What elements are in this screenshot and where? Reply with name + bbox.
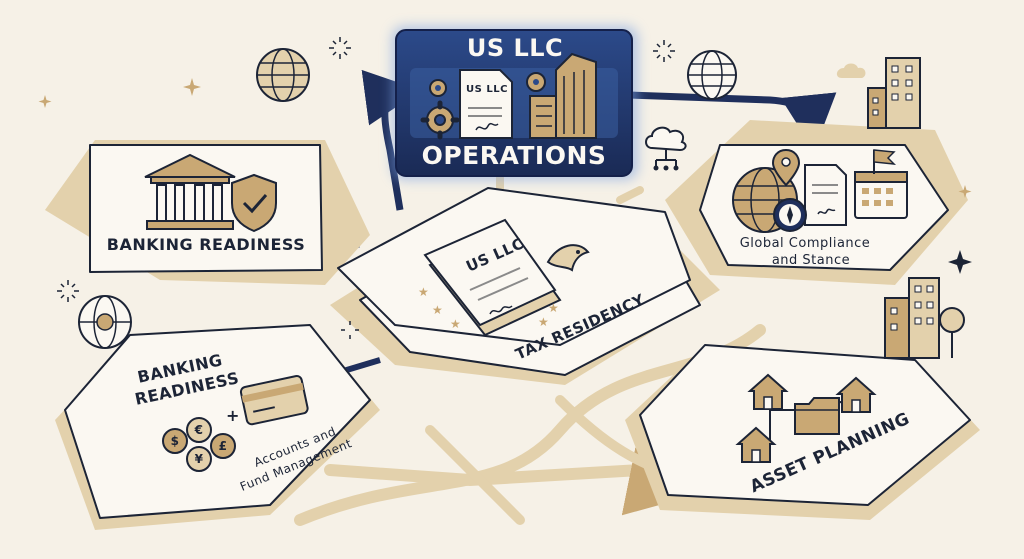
calendar-icon <box>854 171 908 219</box>
sparkle-icon <box>948 250 972 274</box>
sparkle-icon <box>57 37 675 339</box>
shield-check-icon <box>231 173 277 233</box>
cloud-decoration <box>836 63 866 78</box>
gear-icon <box>420 100 460 140</box>
operations-document-text: US LLC <box>466 84 508 95</box>
document-icon <box>804 164 847 226</box>
house-icon <box>747 373 789 410</box>
document-icon <box>459 69 513 139</box>
coin-icon: $ <box>162 428 188 454</box>
gear-icon <box>526 72 546 92</box>
coin-icon: £ <box>210 433 236 459</box>
flag-icon <box>873 149 897 174</box>
coin-icon: ¥ <box>186 446 212 472</box>
bank-icon <box>144 153 236 230</box>
folder-icon <box>794 397 840 435</box>
building-icon <box>884 277 940 359</box>
sparkle-icon <box>38 78 972 198</box>
svg-text:★: ★ <box>548 301 559 315</box>
credit-card-icon <box>239 375 309 426</box>
globe-icon <box>687 50 737 100</box>
tree-icon <box>939 307 965 358</box>
compass-icon <box>773 198 807 232</box>
svg-text:★: ★ <box>432 303 443 317</box>
svg-text:★: ★ <box>538 315 549 329</box>
operations-title-top: US LLC <box>466 34 564 62</box>
building-icon <box>867 57 921 129</box>
building-icon <box>529 52 597 139</box>
card-banking-readiness <box>45 140 370 285</box>
svg-text:★: ★ <box>450 317 461 331</box>
house-icon <box>835 376 877 413</box>
svg-text:★: ★ <box>418 285 429 299</box>
globe-icon <box>256 48 310 102</box>
document-icon <box>423 218 562 337</box>
star-decorations: ★ ★ ★ ★ ★ <box>418 285 559 331</box>
eagle-icon <box>546 244 590 272</box>
cloud-network-icon <box>645 126 687 171</box>
globe-icon <box>78 295 132 349</box>
map-pin-icon <box>771 148 801 187</box>
gear-icon <box>429 79 447 97</box>
global-compliance-line1: Global Compliance <box>739 236 871 251</box>
operations-title-bottom: OPERATIONS <box>421 141 607 170</box>
plus-sign: + <box>226 406 240 425</box>
banking-readiness-label: BANKING READINESS <box>106 235 306 254</box>
house-icon <box>735 426 777 463</box>
coin-icon: € <box>186 417 212 443</box>
global-compliance-line2: and Stance <box>771 253 851 268</box>
